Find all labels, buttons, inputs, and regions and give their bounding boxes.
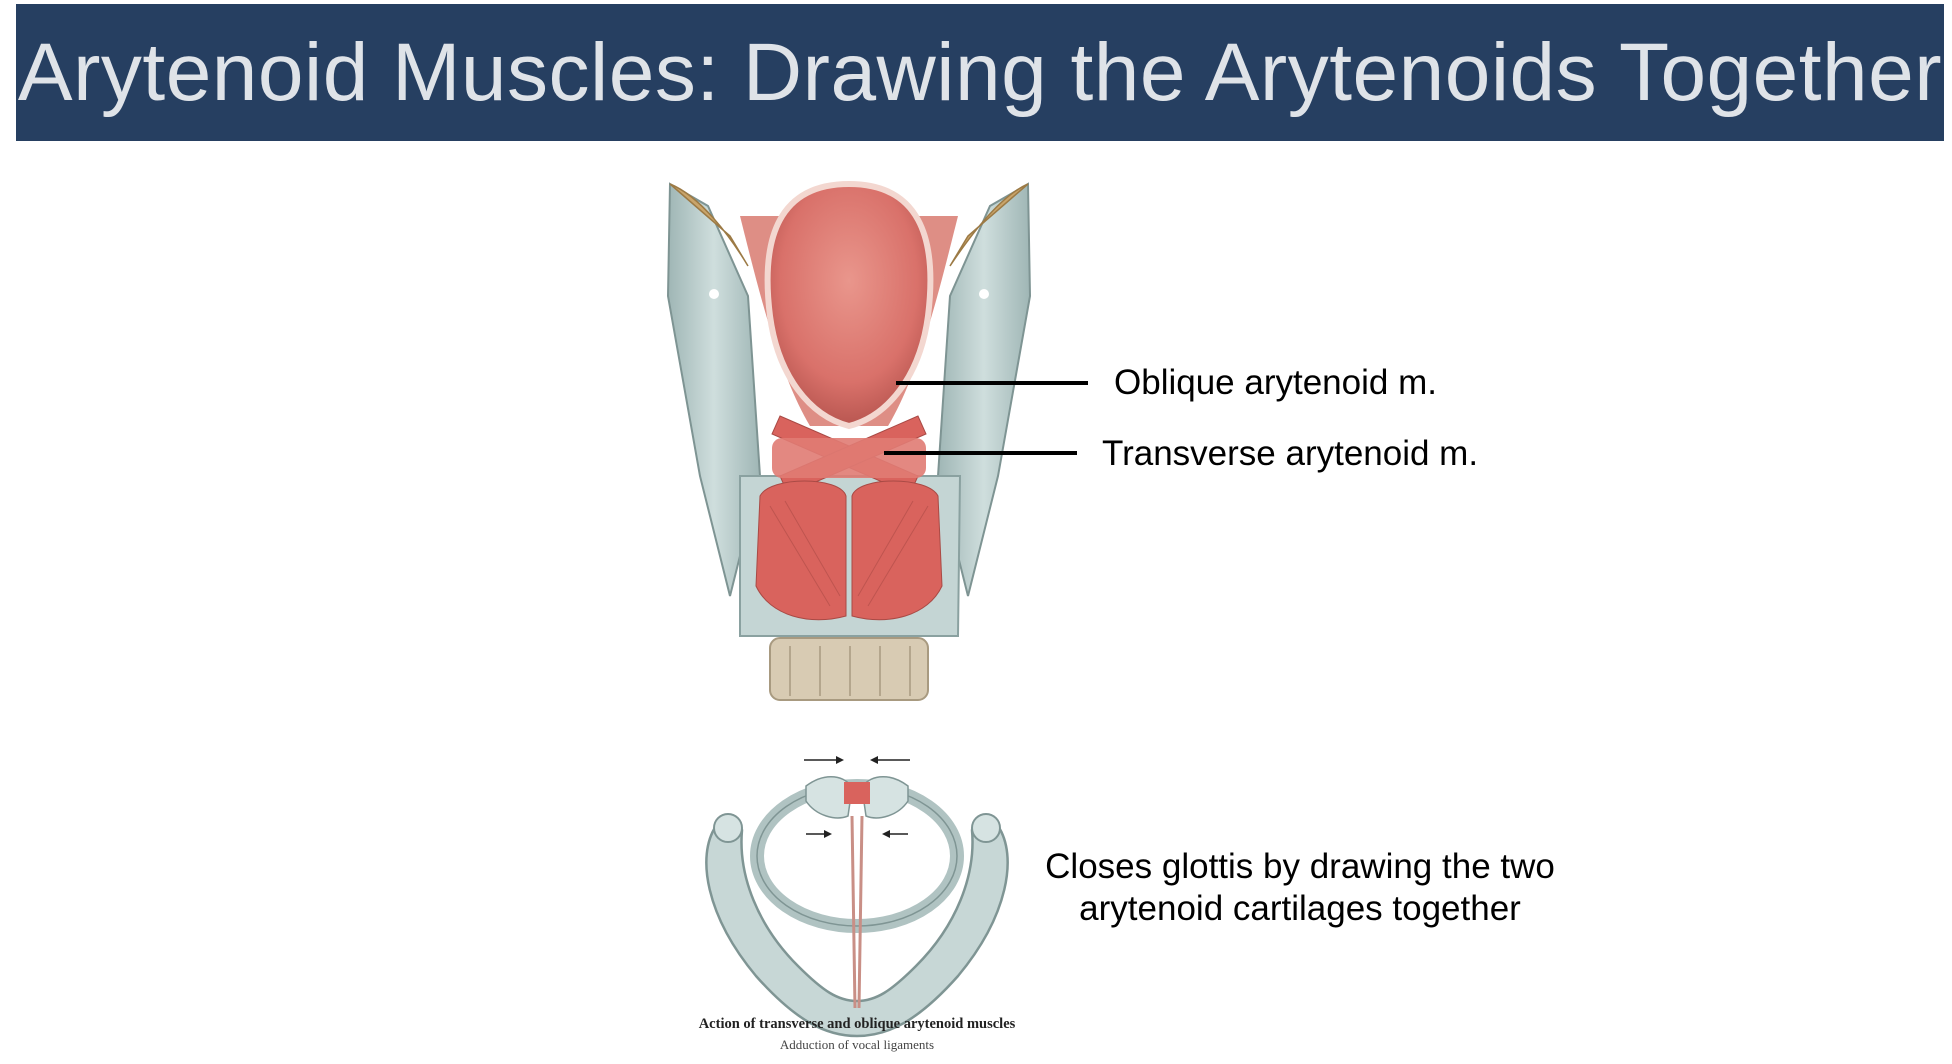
title-bar: Arytenoid Muscles: Drawing the Arytenoid… [16, 4, 1944, 141]
figure-subcaption: Adduction of vocal ligaments [779, 1037, 935, 1052]
transverse-leader-line [884, 451, 1077, 455]
description-line-1: Closes glottis by drawing the two [1045, 847, 1555, 886]
oblique-leader-line [896, 381, 1088, 385]
description-line-2: arytenoid cartilages together [1079, 889, 1521, 928]
oblique-arytenoid-label: Oblique arytenoid m. [1114, 363, 1437, 402]
slide-title: Arytenoid Muscles: Drawing the Arytenoid… [17, 26, 1943, 118]
larynx-posterior-illustration [666, 180, 1032, 701]
transverse-arytenoid-label: Transverse arytenoid m. [1102, 434, 1479, 473]
description-text: Closes glottis by drawing the two aryten… [1020, 846, 1580, 930]
figure-caption: Action of transverse and oblique aryteno… [698, 1016, 1016, 1032]
glottis-superior-illustration [676, 746, 1038, 1058]
